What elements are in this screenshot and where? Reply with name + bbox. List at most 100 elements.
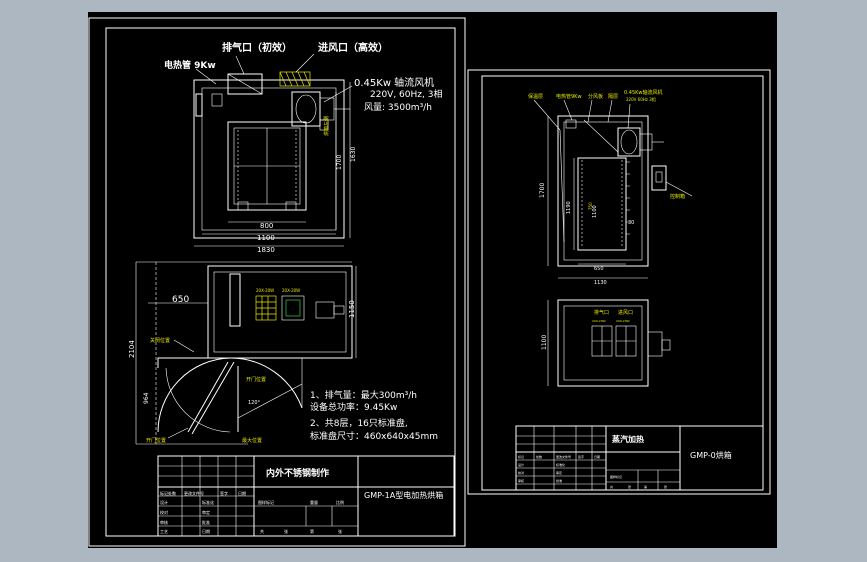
tb-cell: 张 (338, 528, 342, 534)
tb-cell: 标记处数 (160, 490, 176, 496)
right-sheet: 1700 1190 1100 30 650 1130 750 保温层 电热管9K… (467, 69, 771, 495)
tb-cell: 标准化 (202, 499, 214, 505)
rtb-cell: 签字 (578, 454, 584, 459)
dim-964: 964 (143, 392, 150, 404)
door-max-label: 最大位置 (242, 437, 262, 444)
front-view: 800 1100 1830 1700 1630 烘箱左侧 排气口（初效） 进风口… (164, 41, 442, 254)
dim-650: 650 (172, 295, 189, 305)
door-closed-label: 关闭位置 (150, 337, 170, 344)
cad-drawing: 800 1100 1830 1700 1630 烘箱左侧 排气口（初效） 进风口… (88, 17, 771, 547)
right-front-view: 1700 1190 1100 30 650 1130 750 保温层 电热管9K… (528, 89, 693, 286)
r-dim-1190: 1190 (566, 201, 572, 214)
tb-cell: 共 (260, 528, 264, 534)
door-open-label-1: 开门位置 (246, 376, 266, 383)
label-exhaust: 排气口（初效） (222, 41, 292, 54)
tb-cell: 比例 (336, 499, 344, 505)
filter-left-label: 20X-20W (256, 288, 274, 293)
tb-cell: 日期 (202, 528, 210, 534)
tb-cell: 批准 (202, 519, 210, 525)
note-2a: 2、共8层，16只标准盘, (310, 417, 408, 429)
rtb-cell: 共 (610, 484, 613, 489)
label-intake: 进风口（高效） (318, 41, 388, 54)
rtb-cell: 校对 (518, 470, 524, 475)
right-plan-view: 排气口 进风口 20X-20W 20X-20W 1100 (541, 299, 671, 387)
rtb-cell: 审核 (518, 478, 524, 483)
tb-cell: 签字 (220, 490, 228, 496)
label-air-volume: 风量: 3500m³/h (364, 102, 432, 113)
rtb-cell: 第 (644, 484, 647, 489)
r-dim-1100: 1100 (592, 205, 598, 218)
r-label-fan: 0.45Kw轴流风机 (624, 89, 663, 96)
dim-1830: 1830 (257, 246, 275, 254)
technical-notes: 1、排气量：最大300m³/h 设备总功率：9.45Kw 2、共8层，16只标准… (310, 389, 438, 442)
r-dim-plan: 1100 (541, 335, 548, 350)
front-view-body (193, 79, 345, 239)
door-open-label-2: 开门位置 (146, 437, 166, 444)
r-port-2-label: 进风口 (618, 309, 633, 316)
note-1b: 设备总功率：9.45Kw (310, 401, 397, 413)
filter-right-label: 20X-20W (282, 288, 300, 293)
rtb-cell: 批准 (556, 478, 562, 483)
rtb-cell: 处数 (536, 454, 542, 459)
dim-1630: 1630 (350, 147, 357, 162)
right-title-block: 蒸汽加热 GMP-0烘箱 标记 处数 更改文件号 签字 日期 设计 标准化 校对… (515, 425, 764, 491)
door-closed-outline (157, 357, 230, 368)
right-title-block-frame (515, 425, 764, 491)
exhaust-port (227, 73, 263, 95)
tb-cell: 工艺 (160, 529, 168, 534)
rtb-cell: 张 (664, 484, 667, 489)
note-1a: 1、排气量：最大300m³/h (310, 389, 417, 401)
label-heater: 电热管 9Kw (164, 59, 216, 71)
right-chamber (577, 157, 627, 251)
right-sheet-inner-frame (481, 75, 764, 491)
left-sheet-outer-frame (88, 17, 466, 547)
r-dim-1700: 1700 (539, 183, 546, 198)
side-label: 烘箱左侧 (323, 116, 330, 136)
tb-cell: 第 (310, 528, 314, 534)
r-dim-650: 650 (594, 266, 604, 272)
rtb-cell: 标记 (518, 454, 524, 459)
right-drawing-name: GMP-0烘箱 (690, 450, 732, 460)
tb-cell: 更改文件号 (184, 490, 204, 496)
material-note: 内外不锈钢制作 (266, 467, 329, 479)
left-title-block: 内外不锈钢制作 GMP-1A型电加热烘箱 标记处数 更改文件号 签字 日期 设计… (157, 455, 455, 537)
tb-cell: 审核 (160, 519, 168, 525)
door-leaf (187, 361, 229, 433)
r-port-1-label: 排气口 (594, 309, 609, 316)
label-fan-power: 0.45Kw 轴流风机 (354, 76, 434, 89)
r-label-heater: 电热管9Kw (556, 93, 582, 100)
tb-cell: 重量 (310, 499, 318, 505)
tb-cell: 审定 (202, 509, 210, 515)
dim-1150: 1150 (348, 300, 356, 318)
r-dim-30: 30 (628, 220, 634, 226)
rtb-cell: 图样标记 (610, 474, 622, 479)
rtb-cell: 更改文件号 (556, 454, 571, 459)
r-label-control: 控制箱 (670, 193, 685, 200)
dim-800: 800 (260, 222, 273, 230)
right-front-body (557, 115, 649, 267)
r-port-1-size: 20X-20W (592, 319, 606, 323)
tb-cell: 校对 (160, 509, 168, 515)
rtb-cell: 张 (628, 484, 631, 489)
door-swing-arc (157, 357, 231, 433)
rtb-cell: 审定 (556, 470, 562, 475)
right-heating-type: 蒸汽加热 (612, 434, 644, 444)
r-inner-label: 750 (588, 202, 593, 210)
dim-2104: 2104 (128, 340, 136, 358)
label-fan-spec: 220V, 60Hz, 3相 (370, 88, 442, 100)
drawing-canvas: 800 1100 1830 1700 1630 烘箱左侧 排气口（初效） 进风口… (88, 12, 777, 548)
right-sheet-outer-frame (467, 69, 771, 495)
r-label-partition: 隔层 (608, 93, 618, 100)
left-sheet: 800 1100 1830 1700 1630 烘箱左侧 排气口（初效） 进风口… (88, 17, 466, 547)
tb-cell: 日期 (238, 490, 246, 496)
r-label-insulation: 保温层 (528, 93, 543, 100)
dim-1100: 1100 (257, 234, 275, 242)
rtb-cell: 日期 (594, 454, 600, 459)
tb-cell: 张 (284, 528, 288, 534)
rtb-cell: 标准化 (556, 462, 565, 467)
door-angle: 120° (248, 400, 261, 406)
r-label-distributor: 分风板 (588, 93, 603, 100)
r-port-2-size: 20X-20W (616, 319, 630, 323)
control-box (651, 165, 667, 191)
r-label-fan-spec: 220V 60Hz 3相 (626, 96, 656, 102)
